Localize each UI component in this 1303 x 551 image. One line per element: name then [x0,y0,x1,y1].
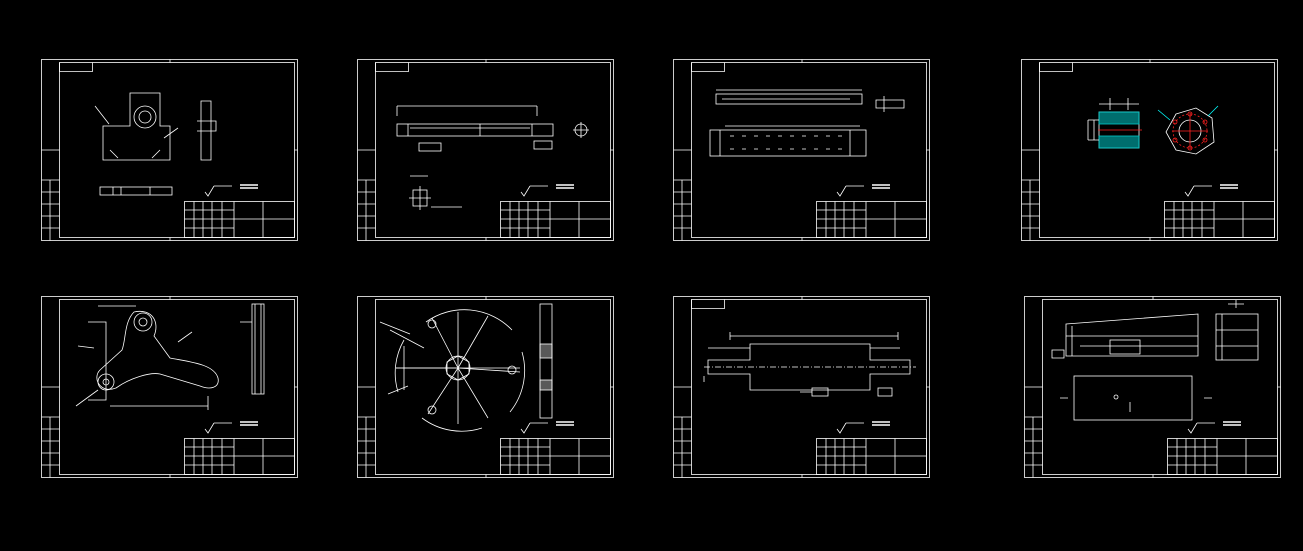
surface-finish-icon [836,421,890,434]
shaft-view [396,105,589,210]
revision-strip [41,179,60,241]
sheet-7[interactable] [673,296,930,478]
lever-view [75,303,265,410]
sheet-6[interactable] [357,296,614,478]
sheet-1[interactable] [41,59,298,241]
title-block-grid [1167,438,1278,475]
revision-strip [357,179,376,241]
spline-bar-view [709,89,905,157]
title-block-grid [184,438,295,475]
surface-finish-icon [520,184,574,197]
revision-strip [357,416,376,478]
sheet-frame [1024,296,1281,478]
title-block-grid [500,438,611,475]
title-block-grid [500,201,611,238]
title-block-grid [1164,201,1275,238]
revision-strip [1021,179,1040,241]
bracket-view [94,92,217,196]
sheet-frame [357,59,614,241]
sheet-4[interactable] [1021,59,1278,241]
title-block-grid [816,438,927,475]
title-block-grid [184,201,295,238]
sheet-5[interactable] [41,296,298,478]
sheet-8[interactable] [1024,296,1281,478]
surface-finish-icon [204,421,258,434]
revision-strip [41,416,60,478]
revision-strip [1024,416,1043,478]
sheet-frame [41,59,298,241]
star-wheel-view [379,303,553,432]
surface-finish-icon [204,184,258,197]
surface-finish-icon [1184,184,1238,197]
surface-finish-icon [1187,421,1241,434]
stepped-shaft-view [703,332,916,397]
sheet-frame [673,296,930,478]
revision-strip [673,416,692,478]
surface-finish-icon [836,184,890,197]
title-block-grid [816,201,927,238]
flange-face-view [1157,105,1219,155]
block-assembly-view [1051,300,1259,421]
sheet-frame [357,296,614,478]
surface-finish-icon [520,421,574,434]
sheet-frame [1021,59,1278,241]
sheet-3[interactable] [673,59,930,241]
sheet-frame [41,296,298,478]
sleeve-section-view [1087,98,1142,149]
sheet-2[interactable] [357,59,614,241]
revision-strip [673,179,692,241]
sheet-frame [673,59,930,241]
